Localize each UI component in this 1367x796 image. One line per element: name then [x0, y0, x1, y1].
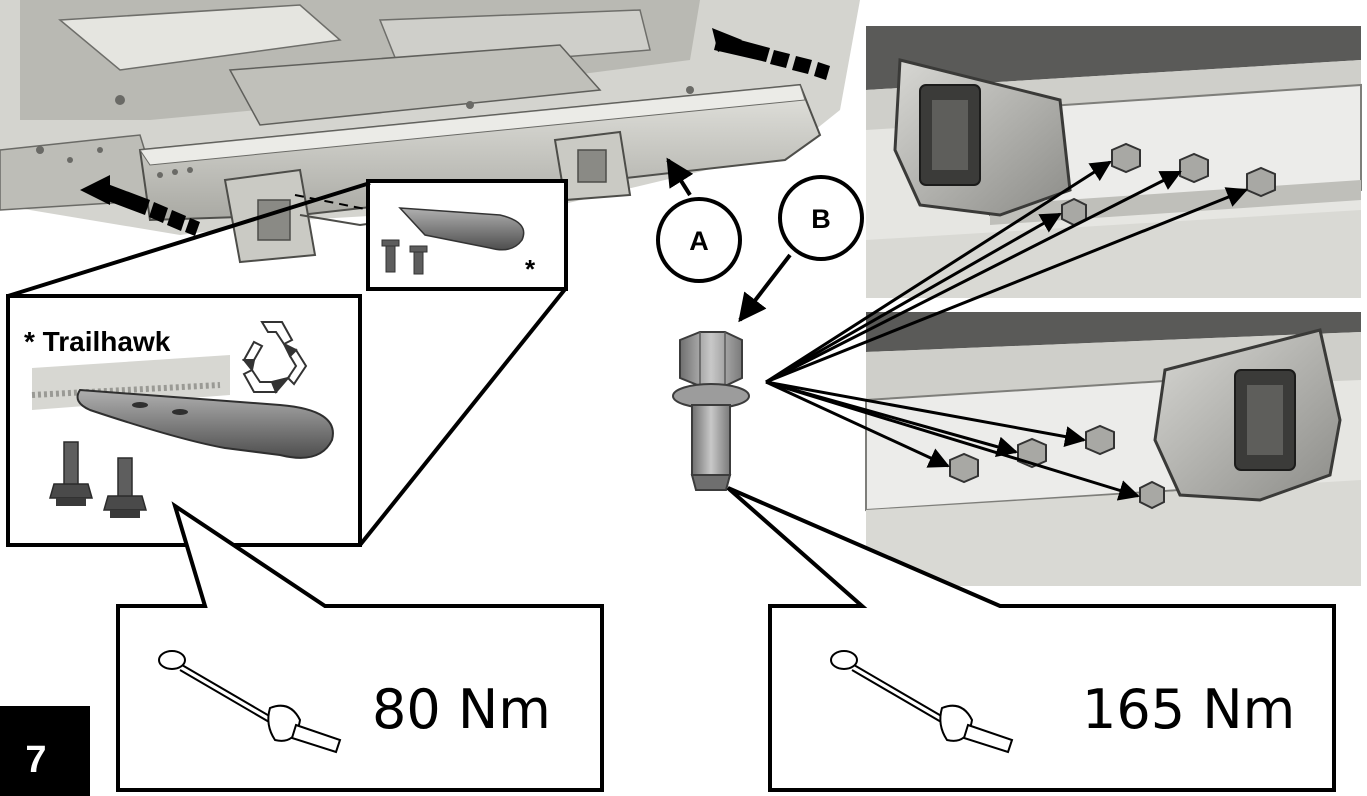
trailhawk-marker: *	[525, 254, 536, 284]
direction-arrow-icon	[80, 175, 200, 236]
hitch-mount-upper-view	[866, 26, 1362, 298]
hook-bolt	[49, 441, 93, 506]
hitch-mount-lower-view	[865, 312, 1361, 586]
torque-value-right: 165 Nm	[1082, 678, 1295, 741]
callout-a-label: A	[689, 226, 709, 256]
bolt-leader-arrows	[765, 160, 1248, 501]
torque-value-left: 80 Nm	[372, 678, 551, 741]
step-badge: 7	[0, 706, 90, 796]
torque-wrench-icon	[830, 650, 1014, 754]
torque-wrench-icon	[158, 650, 342, 754]
hook-bolt	[103, 457, 147, 518]
step-number: 7	[25, 739, 46, 781]
torque-callout-left: 80 Nm	[116, 501, 604, 792]
vehicle-frame-illustration	[0, 0, 860, 264]
recycle-icon	[241, 321, 308, 394]
callout-b-label: B	[811, 204, 831, 234]
tow-hook-zoom-box: *	[366, 179, 568, 291]
torque-callout-right: 165 Nm	[726, 486, 1336, 792]
callout-a: A	[656, 157, 742, 283]
flange-bolt	[672, 331, 750, 491]
direction-arrow-icon	[712, 28, 830, 80]
callout-b: B	[738, 175, 864, 323]
trailhawk-title: * Trailhawk	[24, 326, 171, 357]
trailhawk-inset: * Trailhawk	[6, 294, 362, 547]
